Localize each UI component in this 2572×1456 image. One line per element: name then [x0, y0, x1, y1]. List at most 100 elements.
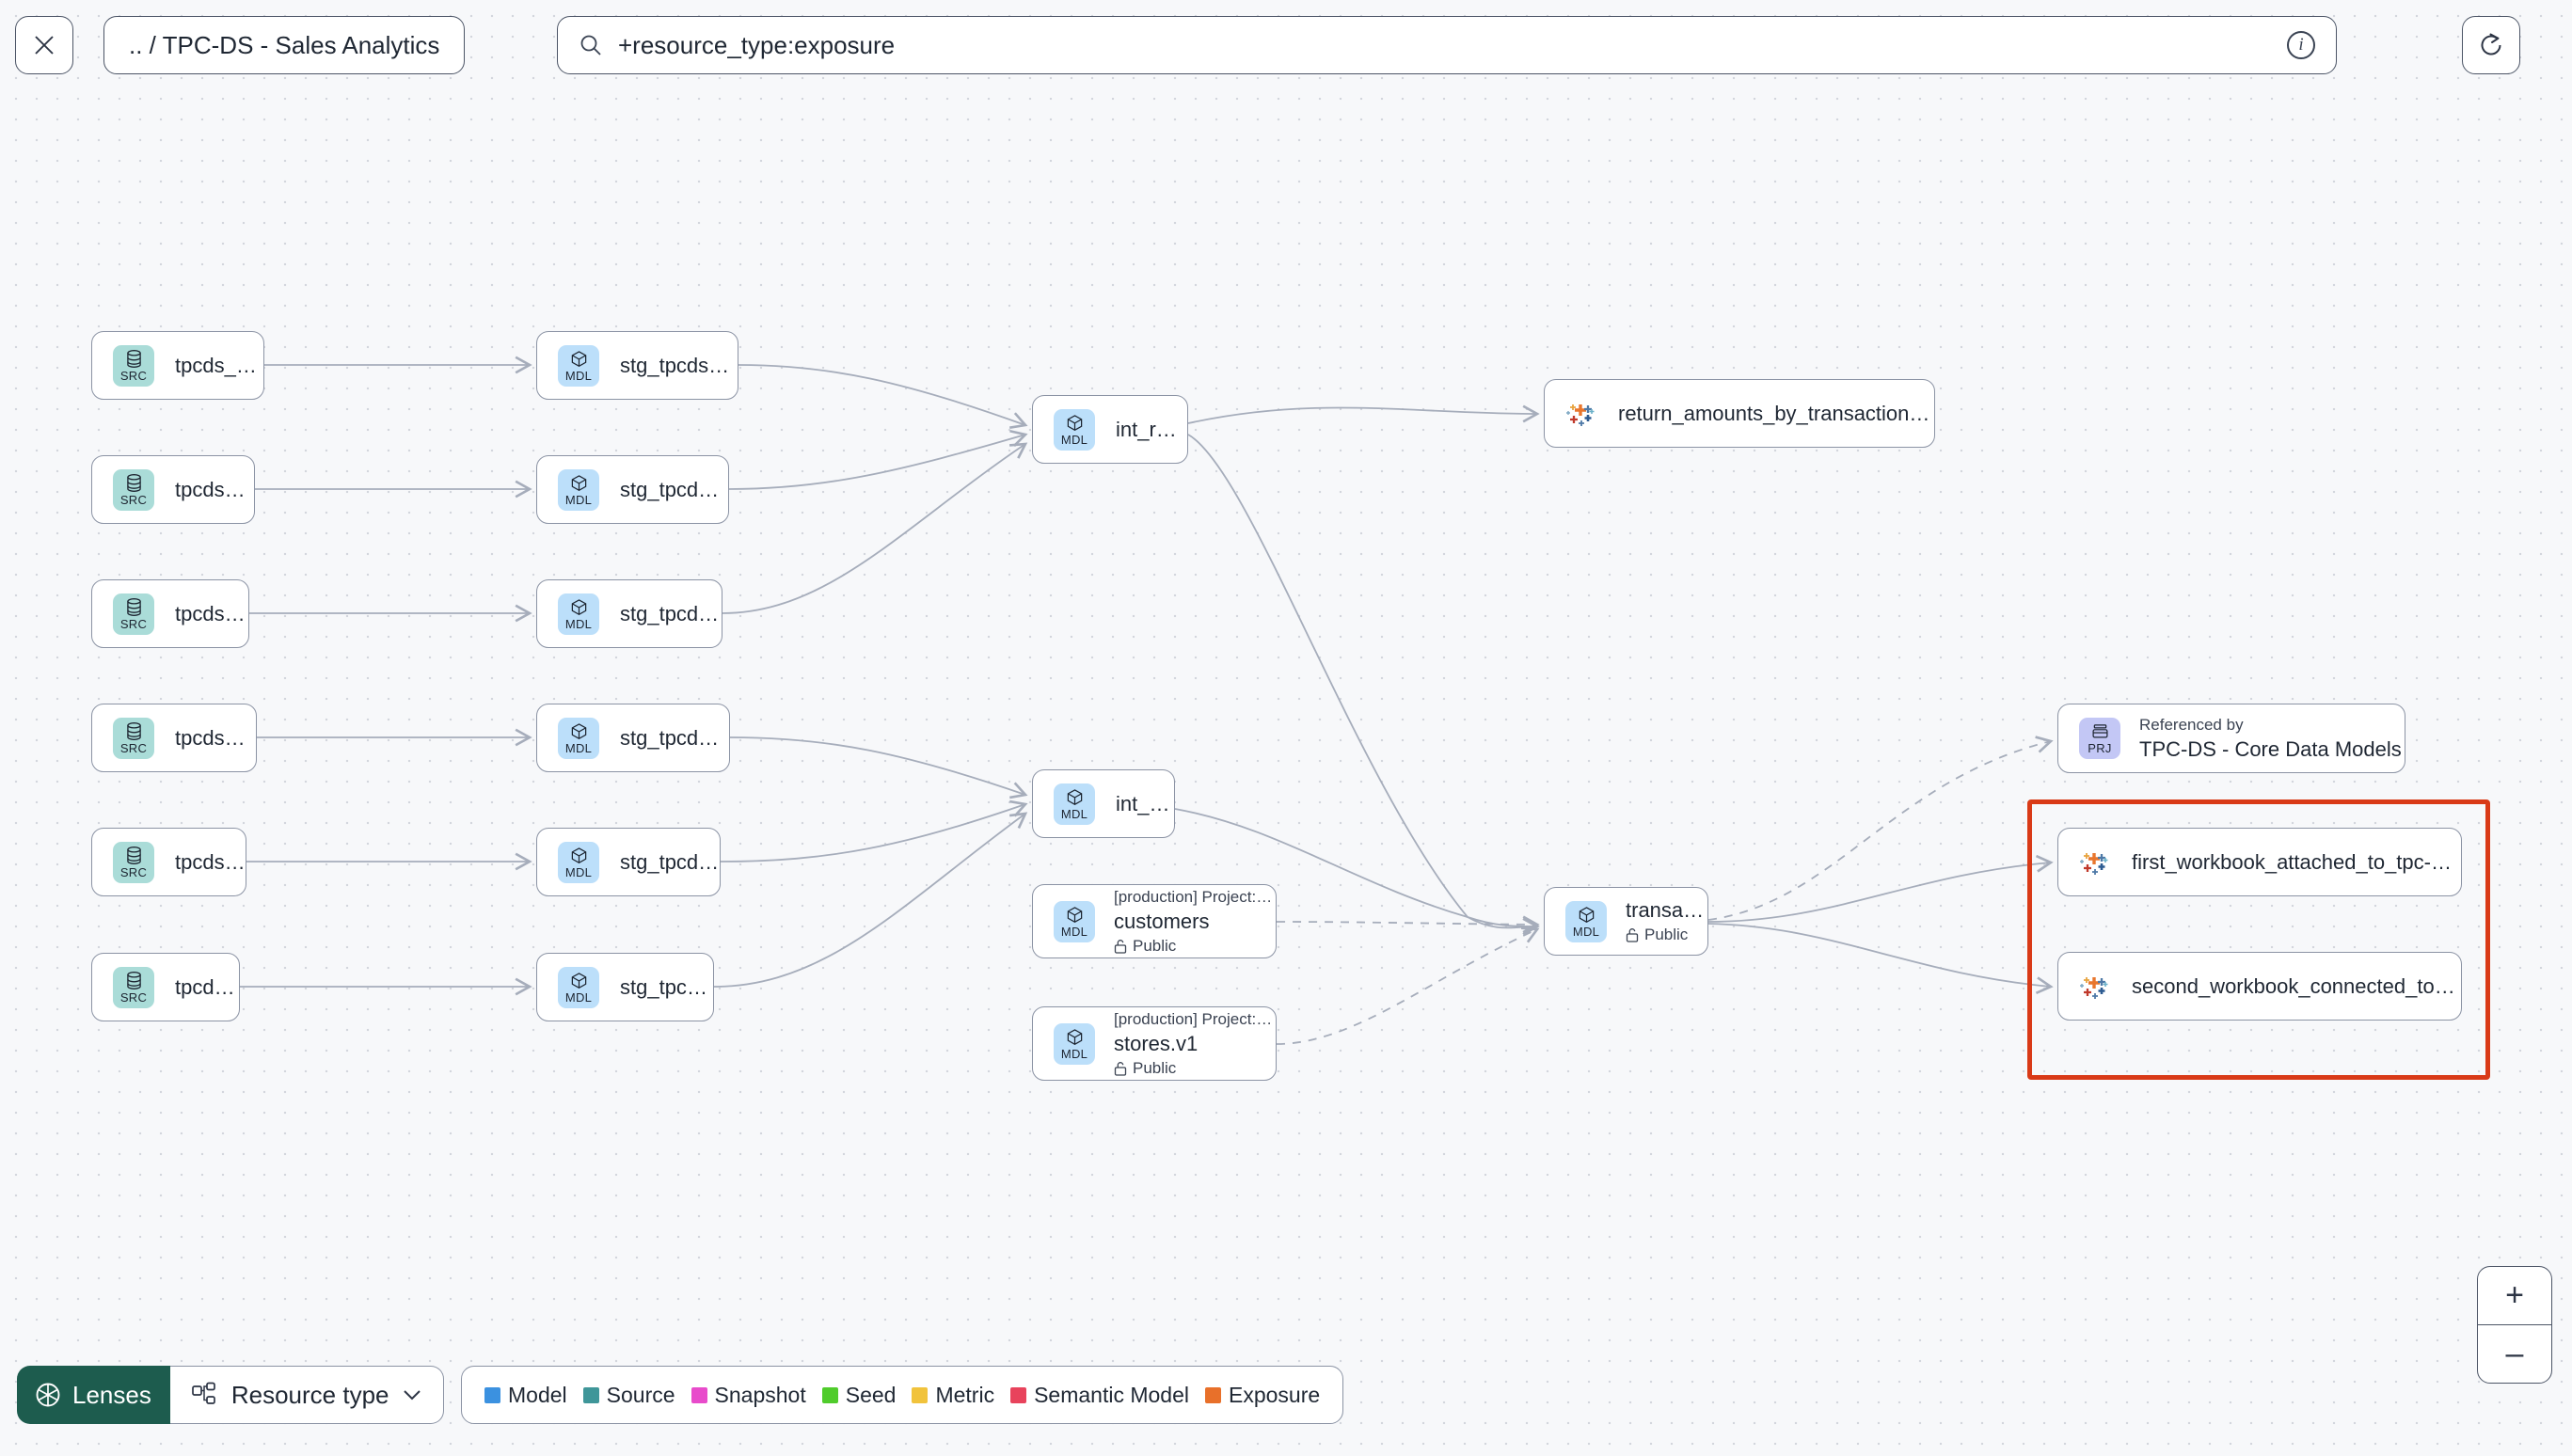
- source-badge: SRC: [113, 344, 154, 387]
- unlock-icon: [1626, 928, 1639, 942]
- legend-label: Semantic Model: [1034, 1382, 1189, 1407]
- zoom-in-button[interactable]: +: [2478, 1267, 2551, 1325]
- legend-label: Model: [508, 1382, 567, 1407]
- cube-icon: [570, 474, 588, 492]
- node-source-catalog-returns[interactable]: SRC tpcds_core.catalog_returns: [91, 331, 264, 400]
- node-project-path: [production] Project: TPC-DS - Core Data…: [1114, 1009, 1276, 1028]
- node-exposure-second-workbook[interactable]: second_workbook_connected_to_live…: [2057, 952, 2462, 1021]
- source-badge: SRC: [113, 966, 154, 1008]
- source-badge: SRC: [113, 841, 154, 883]
- node-model-int-sales-unioned[interactable]: MDL int_sales__unioned: [1032, 769, 1175, 838]
- node-model-customers[interactable]: MDL [production] Project: TPC-DS - Core …: [1032, 884, 1277, 958]
- node-label: tpcds_core.store_sales: [175, 849, 246, 874]
- project-icon: [2091, 722, 2109, 740]
- legend-item-snapshot: Snapshot: [691, 1383, 806, 1408]
- node-label: tpcds_core.catalog_returns: [175, 353, 263, 377]
- node-model-stg-catalog-sales[interactable]: MDL stg_tpcds_core__catalog_sales: [536, 704, 730, 772]
- badge-code: MDL: [1060, 806, 1088, 821]
- visibility-label: Public: [1133, 1058, 1177, 1077]
- breadcrumb-label: .. / TPC-DS - Sales Analytics: [129, 30, 440, 59]
- node-text-stack: [production] Project: TPC-DS - Core Data…: [1114, 1010, 1276, 1078]
- node-source-web-returns[interactable]: SRC tpcds_core.web_returns: [91, 579, 249, 648]
- model-badge: MDL: [1054, 1022, 1095, 1065]
- node-model-stg-web-returns[interactable]: MDL stg_tpcds_core__web_returns: [536, 579, 722, 648]
- node-label: tpcds_core.web_returns: [175, 601, 248, 625]
- resource-type-dropdown[interactable]: Resource type: [169, 1366, 444, 1424]
- legend-item-seed: Seed: [821, 1383, 896, 1408]
- legend-label: Source: [606, 1382, 675, 1407]
- cube-icon: [1066, 1028, 1084, 1046]
- node-text-stack: Referenced by TPC-DS - Core Data Models: [2139, 716, 2402, 762]
- node-exposure-return-amounts[interactable]: return_amounts_by_transaction_type: [1544, 379, 1935, 448]
- database-icon: [126, 846, 142, 864]
- legend-label: Exposure: [1229, 1382, 1321, 1407]
- node-model-stg-catalog-returns[interactable]: MDL stg_tpcds_core__catalog_returns: [536, 331, 738, 400]
- badge-code: SRC: [119, 616, 148, 631]
- info-icon[interactable]: i: [2287, 31, 2315, 59]
- database-icon: [126, 597, 142, 616]
- lenses-button[interactable]: Lenses: [17, 1366, 170, 1424]
- node-model-int-returns-unioned[interactable]: MDL int_returns__unioned: [1032, 395, 1188, 464]
- badge-code: MDL: [564, 989, 593, 1005]
- model-badge: MDL: [1054, 783, 1095, 825]
- node-label: stg_tpcds_core__store_returns: [620, 477, 728, 501]
- node-label: first_workbook_attached_to_tpc-ds_-_…: [2132, 849, 2461, 874]
- badge-code: SRC: [119, 740, 148, 755]
- project-badge: PRJ: [2079, 718, 2120, 759]
- breadcrumb[interactable]: .. / TPC-DS - Sales Analytics: [103, 16, 466, 74]
- node-project-referenced-by[interactable]: PRJ Referenced by TPC-DS - Core Data Mod…: [2057, 704, 2405, 773]
- model-badge: MDL: [558, 966, 599, 1008]
- model-badge: MDL: [1565, 900, 1607, 942]
- chevron-down-icon: [403, 1390, 421, 1401]
- database-icon: [126, 721, 142, 740]
- close-button[interactable]: [15, 16, 73, 74]
- legend-swatch: [912, 1386, 929, 1403]
- badge-code: MDL: [1060, 1046, 1088, 1061]
- node-relation-label: Referenced by: [2139, 715, 2244, 734]
- database-icon: [126, 971, 142, 989]
- node-model-transactions[interactable]: MDL transactions Public: [1544, 887, 1708, 956]
- node-model-stg-store-sales[interactable]: MDL stg_tpcds_core__store_sales: [536, 828, 721, 896]
- legend-item-exposure: Exposure: [1205, 1383, 1320, 1408]
- search-icon: [580, 35, 601, 55]
- legend-swatch: [1205, 1386, 1221, 1403]
- search-input[interactable]: [618, 30, 2287, 60]
- cube-icon: [1578, 906, 1596, 924]
- minus-icon: –: [2505, 1336, 2524, 1371]
- node-visibility: Public: [1114, 937, 1276, 956]
- badge-code: MDL: [1572, 924, 1600, 939]
- node-visibility: Public: [1626, 926, 1707, 944]
- node-source-catalog-sales[interactable]: SRC tpcds_core.catalog_sales: [91, 704, 257, 772]
- node-source-store-returns[interactable]: SRC tpcds_core.store_returns: [91, 455, 255, 524]
- tableau-icon: [1566, 404, 1595, 426]
- node-exposure-first-workbook[interactable]: first_workbook_attached_to_tpc-ds_-_…: [2057, 828, 2462, 896]
- cube-icon: [570, 350, 588, 368]
- node-source-store-sales[interactable]: SRC tpcds_core.store_sales: [91, 828, 246, 896]
- legend-swatch: [582, 1386, 599, 1403]
- info-icon-label: i: [2298, 35, 2304, 55]
- model-badge: MDL: [558, 344, 599, 387]
- zoom-out-button[interactable]: –: [2478, 1325, 2551, 1383]
- legend-swatch: [821, 1386, 838, 1403]
- source-badge: SRC: [113, 593, 154, 635]
- node-model-stg-store-returns[interactable]: MDL stg_tpcds_core__store_returns: [536, 455, 729, 524]
- node-label: stg_tpcds_core__catalog_returns: [620, 353, 738, 377]
- refresh-button[interactable]: [2462, 16, 2520, 74]
- visibility-label: Public: [1644, 926, 1689, 943]
- search-bar[interactable]: i: [557, 16, 2337, 74]
- badge-code: SRC: [119, 989, 148, 1005]
- badge-code: SRC: [119, 368, 148, 383]
- legend-swatch: [1010, 1386, 1027, 1403]
- node-label: stores.v1: [1114, 1031, 1199, 1055]
- node-model-stores-v1[interactable]: MDL [production] Project: TPC-DS - Core …: [1032, 1006, 1277, 1081]
- node-label: second_workbook_connected_to_live…: [2132, 973, 2461, 998]
- node-text-stack: transactions Public: [1626, 898, 1707, 944]
- node-model-stg-web-sales[interactable]: MDL stg_tpcds_core__web_sales: [536, 953, 714, 1021]
- model-badge: MDL: [558, 468, 599, 511]
- badge-code: SRC: [119, 864, 148, 879]
- source-badge: SRC: [113, 468, 154, 511]
- node-label: TPC-DS - Core Data Models: [2139, 736, 2402, 761]
- node-label: tpcds_core.store_returns: [175, 477, 254, 501]
- node-source-web-sales[interactable]: SRC tpcds_core.web_sales: [91, 953, 240, 1021]
